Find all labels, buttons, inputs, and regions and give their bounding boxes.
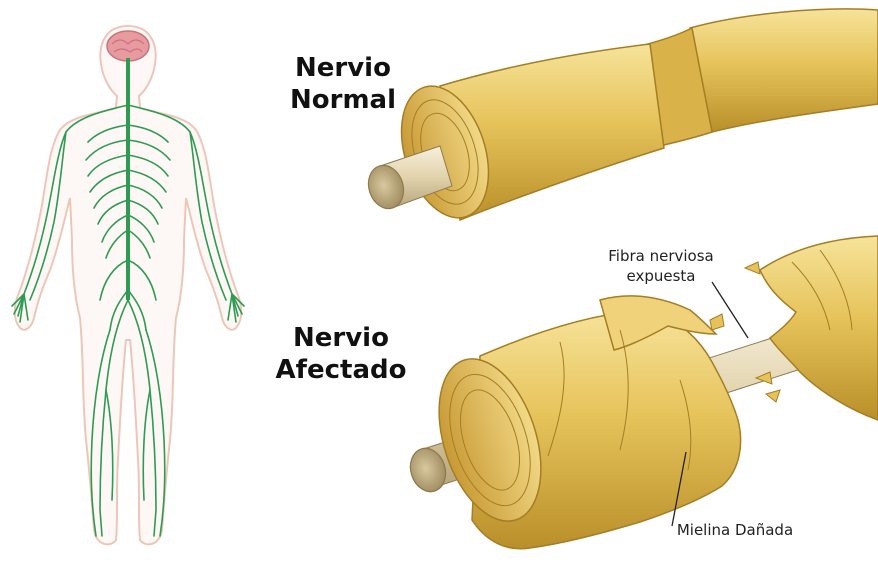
myelin-segment-far: [690, 9, 878, 132]
callout-mielina-text: Mielina Dañada: [655, 520, 815, 540]
myelin-fragment: [710, 314, 724, 330]
myelin-fragment: [766, 390, 780, 402]
heading-afectado-line2: Afectado: [275, 354, 407, 386]
fibra-leader-line: [712, 282, 748, 338]
human-nervous-system-illustration: [12, 26, 244, 544]
callout-fibra-nerviosa-expuesta: Fibra nerviosa expuesta: [596, 246, 726, 286]
heading-nervio-normal: Nervio Normal: [283, 52, 403, 116]
callout-fibra-line2: expuesta: [596, 266, 726, 286]
heading-normal-line2: Normal: [283, 84, 403, 116]
myelin-fragment: [745, 262, 760, 274]
brain: [107, 31, 149, 61]
heading-normal-line1: Nervio: [283, 52, 403, 84]
heading-nervio-afectado: Nervio Afectado: [275, 322, 407, 386]
callout-fibra-line1: Fibra nerviosa: [596, 246, 726, 266]
heading-afectado-line1: Nervio: [275, 322, 407, 354]
normal-nerve-illustration: [363, 9, 878, 229]
callout-mielina-danada: Mielina Dañada: [655, 520, 815, 540]
